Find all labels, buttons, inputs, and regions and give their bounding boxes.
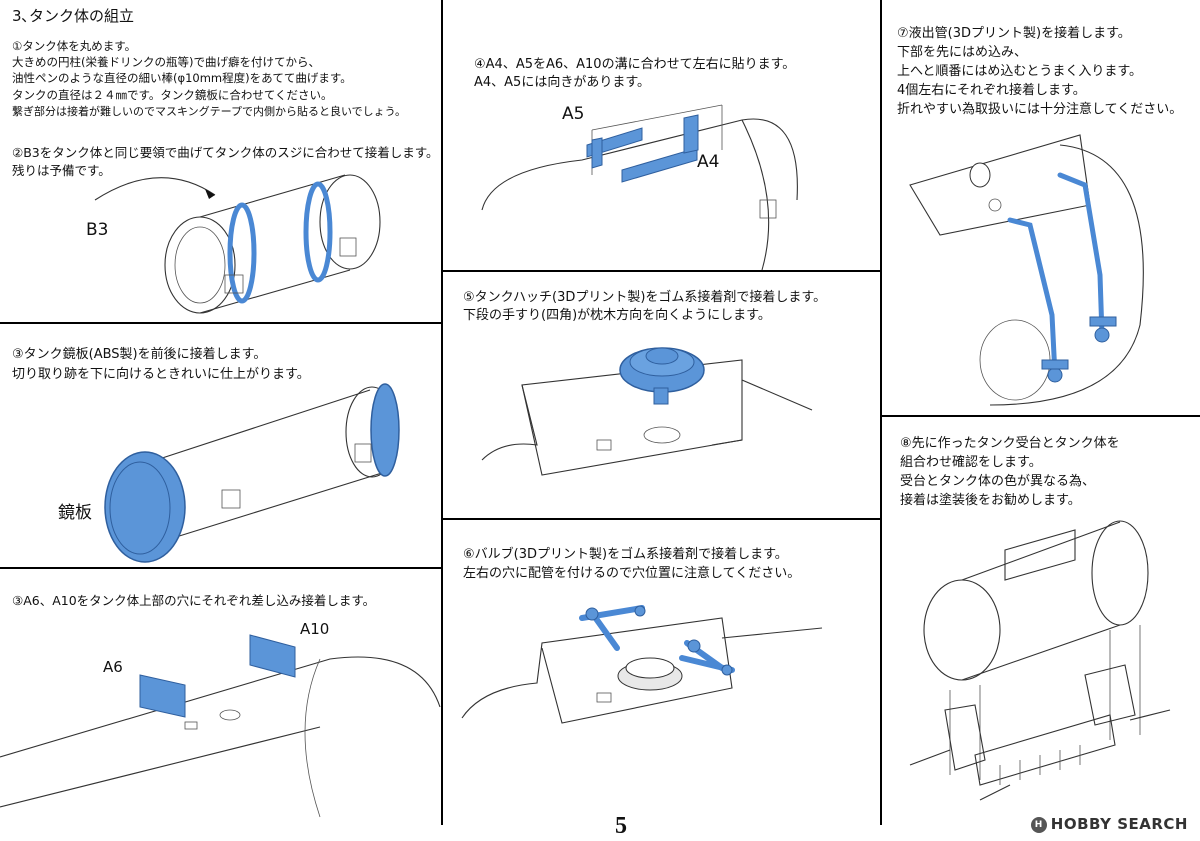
part-label-b3: B3 <box>86 220 109 240</box>
step7-line: 折れやすい為取扱いには十分注意してください。 <box>897 102 1183 117</box>
page-number: 5 <box>615 813 627 839</box>
watermark-logo-icon: H <box>1030 816 1047 833</box>
step1-line: タンクの直径は２４㎜です。タンク鏡板に合わせてください。 <box>12 88 333 102</box>
tank-body-b3-illustration <box>94 174 381 314</box>
divider-s2-s3 <box>0 567 442 569</box>
divider-s5-s6 <box>442 518 881 520</box>
tank-end-plate-illustration <box>104 383 400 563</box>
divider-left <box>441 0 443 825</box>
step8-line: 受台とタンク体の色が異なる為、 <box>900 474 1096 489</box>
divider-s7-s8 <box>880 415 1200 417</box>
divider-s1-s2 <box>0 322 442 324</box>
fit-check-illustration <box>909 520 1171 801</box>
step4-line: A4、A5には向きがあります。 <box>474 75 651 90</box>
part-label-a4: A4 <box>697 152 720 172</box>
step7-line: 上へと順番にはめ込むとうまく入ります。 <box>897 64 1143 79</box>
step7-line: 下部を先にはめ込み、 <box>897 45 1028 60</box>
step4-line: ④A4、A5をA6、A10の溝に合わせて左右に貼ります。 <box>474 57 796 72</box>
divider-s4-s5 <box>442 270 881 272</box>
divider-right <box>880 0 882 825</box>
step1-line: 油性ペンのような直径の細い棒(φ10mm程度)をあてて曲げます。 <box>12 71 352 85</box>
tank-a4-a5-illustration <box>481 104 798 271</box>
step3-line: 切り取り跡を下に向けるときれいに仕上がります。 <box>12 367 310 382</box>
step8-line: 接着は塗装後をお勧めします。 <box>900 493 1081 508</box>
step5-line: 下段の手すり(四角)が枕木方向を向くようにします。 <box>463 308 771 323</box>
section-title: 3､タンク体の組立 <box>12 7 135 25</box>
watermark-text: HOBBY SEARCH <box>1050 815 1188 833</box>
discharge-pipe-illustration <box>909 134 1144 406</box>
step8-line: ⑧先に作ったタンク受台とタンク体を <box>900 436 1120 451</box>
step8-line: 組合わせ確認をします。 <box>900 455 1042 470</box>
step7-line: ⑦液出管(3Dプリント製)を接着します。 <box>897 26 1131 41</box>
step1-line: 大きめの円柱(栄養ドリンクの瓶等)で曲げ癖を付けてから、 <box>12 55 320 69</box>
tank-hatch-illustration <box>481 347 813 476</box>
step7-line: 4個左右にそれぞれ接着します。 <box>897 83 1086 98</box>
part-label-a10: A10 <box>300 620 330 638</box>
part-label-end-plate: 鏡板 <box>58 503 92 523</box>
step3b-line: ③A6、A10をタンク体上部の穴にそれぞれ差し込み接着します。 <box>12 593 376 608</box>
step2-line: 残りは予備です。 <box>12 163 111 178</box>
step3-line: ③タンク鏡板(ABS製)を前後に接着します。 <box>12 347 267 362</box>
part-label-a6: A6 <box>103 658 123 676</box>
step5-line: ⑤タンクハッチ(3Dプリント製)をゴム系接着剤で接着します。 <box>463 290 827 305</box>
part-label-a5: A5 <box>562 104 585 124</box>
step6-line: 左右の穴に配管を付けるので穴位置に注意してください。 <box>463 566 801 581</box>
step2-line: ②B3をタンク体と同じ要領で曲げてタンク体のスジに合わせて接着します。 <box>12 145 439 160</box>
step6-line: ⑥バルブ(3Dプリント製)をゴム系接着剤で接着します。 <box>463 547 788 562</box>
valve-illustration <box>461 605 823 724</box>
step1-line: ①タンク体を丸めます。 <box>12 39 137 53</box>
step1-line: 繋ぎ部分は接着が難しいのでマスキングテープで内側から貼ると良いでしょう。 <box>12 105 407 118</box>
tank-a6-a10-illustration <box>0 634 441 818</box>
